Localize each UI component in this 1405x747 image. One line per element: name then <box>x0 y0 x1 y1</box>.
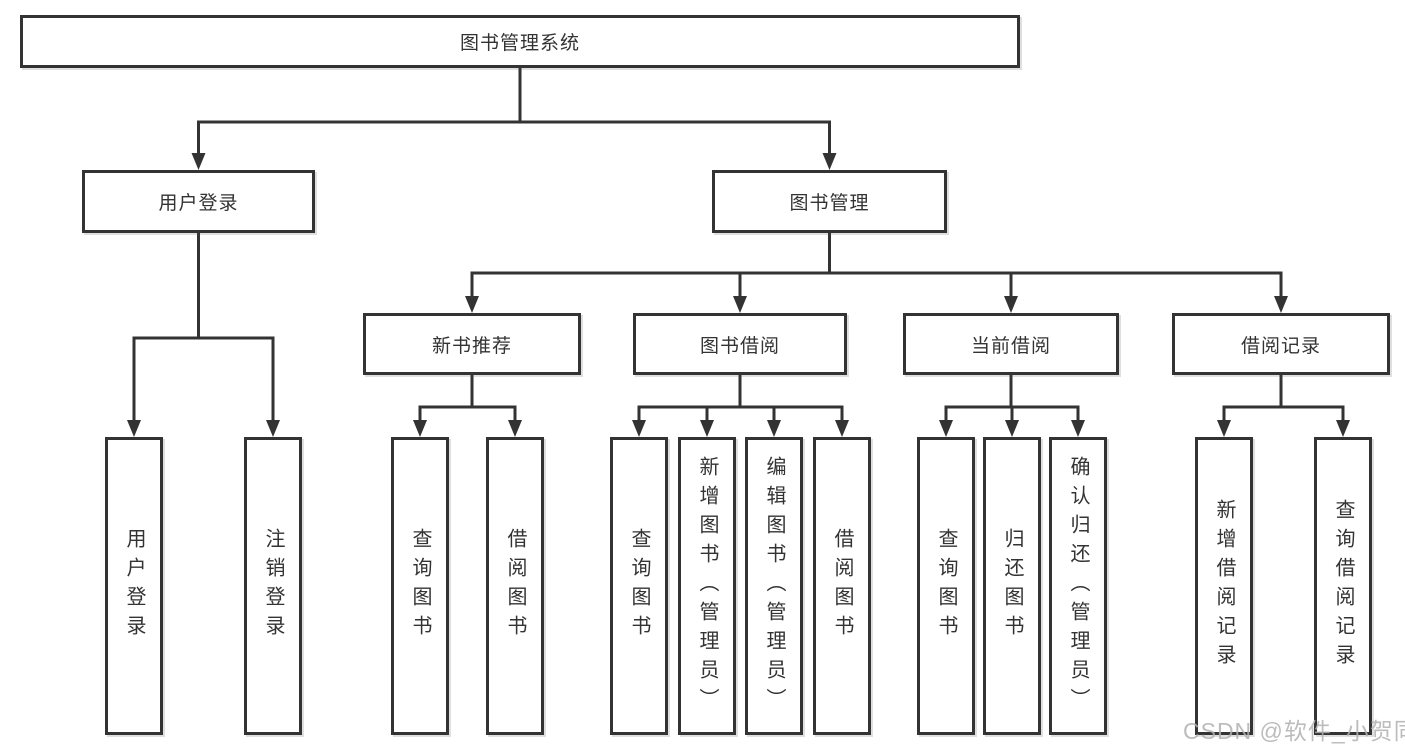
leaf-user-login: 用户登录 <box>105 437 163 735</box>
leaf-query-borrow-record: 查询借阅记录 <box>1314 437 1372 735</box>
leaf-recommend-borrow-book: 借阅图书 <box>486 437 544 735</box>
leaf-recommend-query-book: 查询图书 <box>391 437 449 735</box>
csdn-watermark: CSDN @软件_小贺同学 <box>1183 718 1405 744</box>
node-book-management: 图书管理 <box>712 170 947 233</box>
node-root-system: 图书管理系统 <box>20 15 1020 68</box>
node-current-borrow: 当前借阅 <box>903 313 1119 375</box>
leaf-borrow-book: 借阅图书 <box>813 437 871 735</box>
leaf-current-query-book: 查询图书 <box>917 437 975 735</box>
leaf-return-book: 归还图书 <box>983 437 1041 735</box>
leaf-borrow-query-book: 查询图书 <box>610 437 668 735</box>
leaf-edit-book-admin: 编辑图书（管理员） <box>745 437 803 735</box>
leaf-logout: 注销登录 <box>244 437 302 735</box>
node-user-login: 用户登录 <box>82 170 315 233</box>
leaf-add-book-admin: 新增图书（管理员） <box>678 437 736 735</box>
node-new-book-recommend: 新书推荐 <box>363 313 581 375</box>
node-book-borrow: 图书借阅 <box>633 313 847 375</box>
leaf-add-borrow-record: 新增借阅记录 <box>1195 437 1253 735</box>
node-borrow-records: 借阅记录 <box>1172 313 1390 375</box>
leaf-confirm-return-admin: 确认归还（管理员） <box>1049 437 1107 735</box>
